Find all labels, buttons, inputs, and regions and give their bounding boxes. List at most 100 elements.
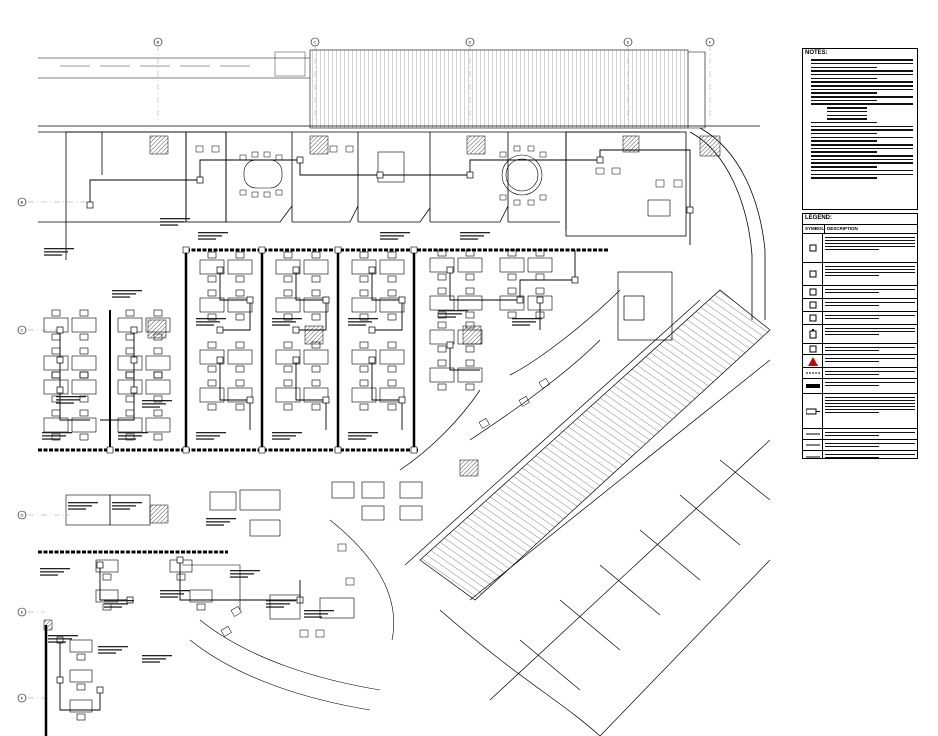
desk	[303, 297, 329, 313]
desk	[145, 417, 171, 433]
desk-chair	[387, 289, 397, 297]
legend-row	[803, 379, 917, 394]
desk	[351, 349, 377, 365]
outlet-symbol	[216, 356, 224, 364]
desk-chair	[465, 345, 475, 353]
legend-row	[803, 325, 917, 344]
open-office-walls	[38, 248, 608, 736]
outlet-symbol	[376, 171, 384, 179]
callout-text-line	[460, 238, 478, 240]
desk	[303, 349, 329, 365]
callout-text-line	[348, 435, 372, 437]
callout-text-line	[42, 432, 72, 434]
chairs	[195, 145, 683, 206]
callout-text-line	[304, 610, 334, 612]
legend-table: LEGEND: SYMBOL DESCRIPTION	[802, 213, 918, 459]
note-text-line	[811, 70, 913, 72]
circuit-run	[299, 149, 691, 245]
desk-chair	[437, 249, 447, 257]
callout-text-line	[112, 505, 136, 507]
callout-text-line	[206, 518, 236, 520]
callout-text-line	[380, 238, 398, 240]
ramp-stair	[399, 271, 771, 736]
outlet-symbol	[216, 326, 224, 334]
legend-symbol	[803, 234, 823, 262]
note-text-line	[811, 85, 913, 87]
desk	[379, 387, 405, 403]
desk	[379, 259, 405, 275]
legend-symbol	[803, 368, 823, 378]
desk-chair	[153, 371, 163, 379]
callout-text-line	[438, 313, 462, 315]
note-text-line	[811, 92, 877, 94]
desk	[379, 297, 405, 313]
desk	[95, 589, 119, 603]
outlet-symbol	[130, 356, 138, 364]
desk-chair	[437, 273, 447, 281]
outlet-symbol	[216, 266, 224, 274]
callout-text-line	[272, 318, 302, 320]
desk	[145, 379, 171, 395]
desk-chair	[465, 249, 475, 257]
desk-chair	[359, 379, 369, 387]
legend-description	[823, 379, 917, 393]
desk-chair	[51, 409, 61, 417]
outlet-symbol	[56, 326, 64, 334]
legend-symbol	[803, 440, 823, 450]
legend-symbol	[803, 312, 823, 324]
callout-text-line	[438, 316, 456, 318]
outlet-symbol	[686, 206, 694, 214]
outlet-symbol	[536, 296, 544, 304]
desk-chair	[235, 275, 245, 283]
callout-text-line	[348, 438, 366, 440]
callout-text-line	[160, 596, 178, 598]
desk	[499, 257, 525, 273]
note-text-line	[811, 132, 877, 135]
callout-text-line	[40, 568, 70, 570]
circuit-run	[295, 270, 327, 331]
legend-row	[803, 286, 917, 299]
desk-chair	[153, 371, 163, 379]
callout-text-line	[48, 638, 72, 640]
conference-tables	[243, 151, 671, 217]
desk-chair	[387, 341, 397, 349]
desk-chair	[387, 379, 397, 387]
grid-bubble-label: D	[469, 40, 472, 45]
callout-text-line	[98, 649, 122, 651]
desk-chair	[507, 273, 517, 281]
callout-text-line	[68, 508, 86, 510]
note-text-line	[811, 88, 913, 91]
legend-symbol	[803, 451, 823, 458]
callout-text-line	[104, 600, 134, 602]
callout-text-line	[142, 658, 166, 660]
desk-chair	[125, 395, 135, 403]
callout-text-line	[112, 296, 130, 298]
callout-text-line	[160, 224, 178, 226]
desk-chair	[79, 433, 89, 441]
lower-left-area	[65, 481, 423, 711]
desk-chair	[387, 313, 397, 321]
desk	[69, 669, 93, 683]
legend-symbol	[803, 325, 823, 343]
circuit-run	[99, 565, 130, 601]
desk-chair	[437, 345, 447, 353]
desk-chair	[437, 321, 447, 329]
desk-chair	[79, 347, 89, 355]
east-curved-wall	[689, 127, 766, 320]
desk-chair	[283, 313, 293, 321]
desk-chair	[387, 403, 397, 411]
note-text-line	[811, 177, 877, 179]
desk	[95, 559, 119, 573]
grid-bubble-label: E	[21, 610, 24, 615]
desk	[457, 257, 483, 273]
circuit-run	[219, 270, 251, 331]
desk-chair	[283, 379, 293, 387]
callout-text-line	[160, 593, 184, 595]
callout-text-line	[348, 318, 378, 320]
desk-chair	[437, 287, 447, 295]
callout-text-line	[272, 432, 302, 434]
note-text-line	[827, 114, 867, 116]
outlet-symbol	[292, 356, 300, 364]
desk-chair	[283, 251, 293, 259]
